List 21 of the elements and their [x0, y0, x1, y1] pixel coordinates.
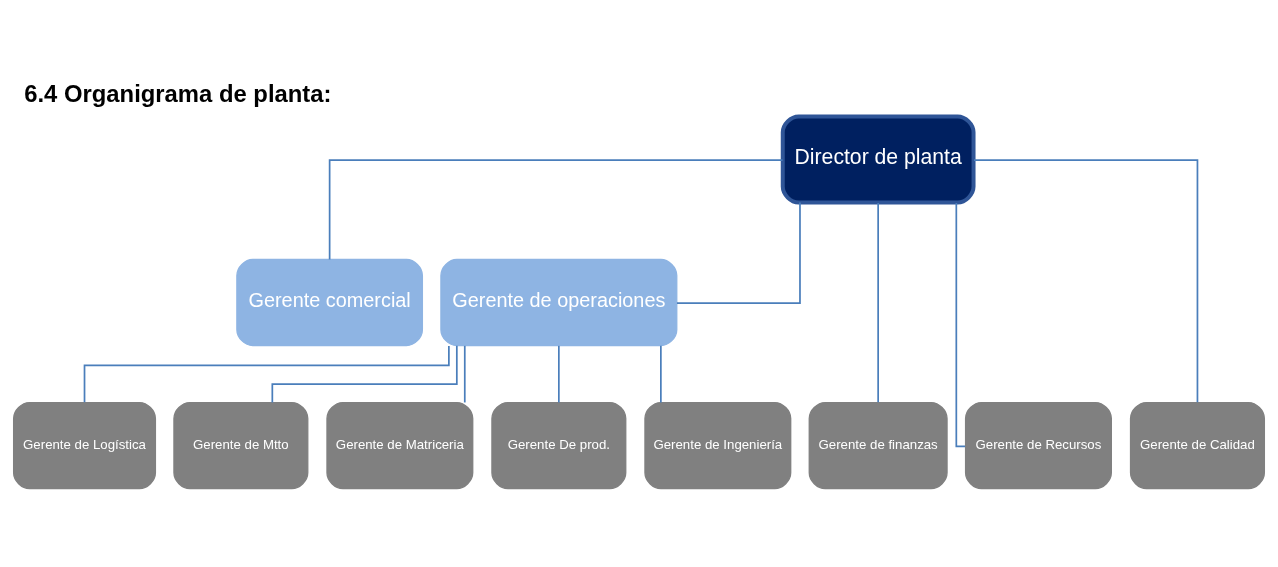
node-box: Gerente de Ingeniería: [644, 401, 792, 489]
diagram-title: 6.4 Organigrama de planta:: [24, 79, 332, 107]
node-box: Gerente de Calidad: [1129, 401, 1265, 489]
node-box: Gerente de finanzas: [808, 401, 948, 489]
node-box: Gerente de Matriceria: [326, 401, 474, 489]
node-box: Gerente de Recursos: [964, 401, 1112, 489]
node-box: Gerente De prod.: [491, 401, 627, 489]
connector: [328, 158, 784, 260]
connector: [973, 158, 1199, 403]
node-box: Gerente de Mtto: [173, 401, 309, 489]
connector: [877, 201, 879, 403]
node-box: Gerente comercial: [236, 258, 424, 346]
connector: [660, 344, 662, 403]
connector: [463, 344, 466, 403]
connector: [83, 344, 450, 403]
node-box: Gerente de operaciones: [440, 258, 678, 346]
connector: [676, 201, 801, 304]
connector: [558, 344, 560, 403]
node-box: Director de planta: [780, 113, 976, 204]
node-box: Gerente de Logística: [13, 401, 157, 489]
connector: [955, 201, 966, 447]
